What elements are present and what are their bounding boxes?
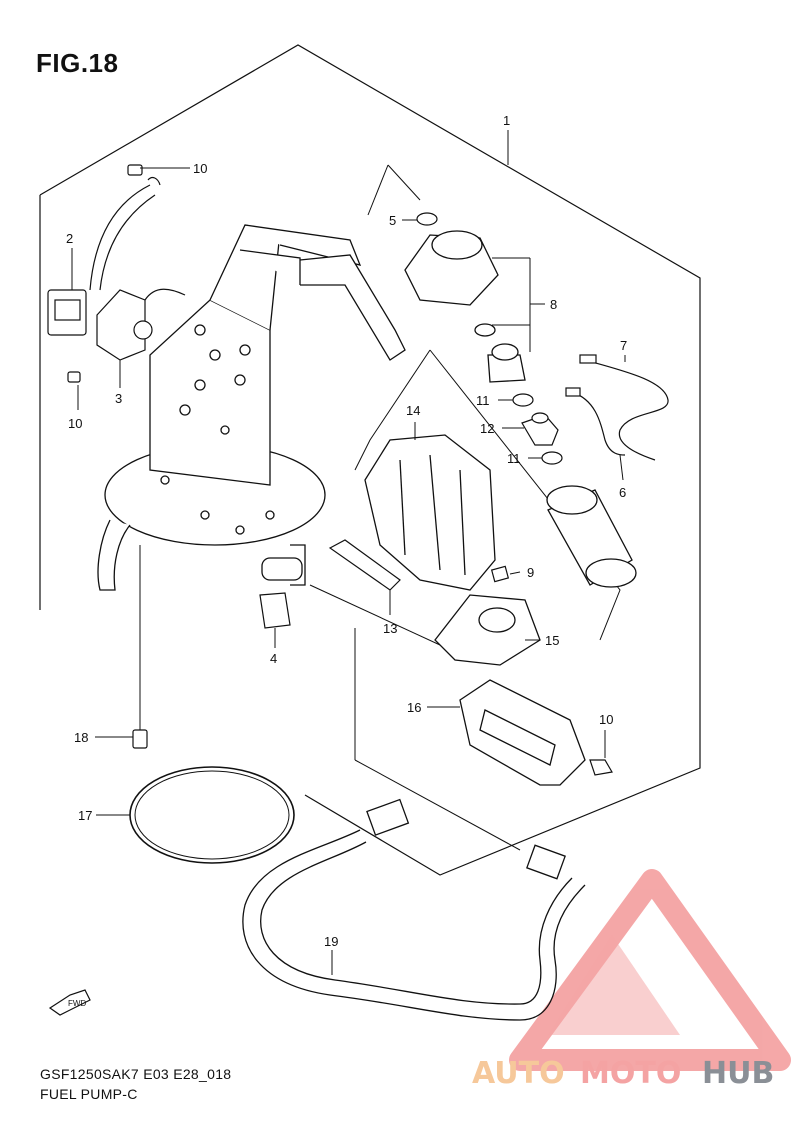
- diagram-name: FUEL PUMP-C: [40, 1086, 138, 1102]
- part-7-wire-lead: [579, 354, 669, 461]
- part-11-o-ring-lower: [541, 451, 563, 465]
- part-9-plate: [490, 565, 510, 583]
- callout-17: 17: [78, 808, 92, 823]
- callout-12: 12: [480, 421, 494, 436]
- lower-subassembly-boundary-2: [429, 349, 621, 641]
- callout-10-left: 10: [68, 416, 82, 431]
- figure-title: FIG.18: [36, 48, 119, 78]
- part-15-cap: [434, 594, 541, 666]
- callout-11-lower: 11: [507, 451, 521, 466]
- part-10-screw-top: [127, 164, 161, 186]
- part-19-fuel-hose: [242, 798, 586, 1021]
- part-4-cover: [259, 592, 291, 629]
- callout-16: 16: [407, 700, 421, 715]
- callout-13: 13: [383, 621, 397, 636]
- part-10-bolt-right: [589, 759, 613, 776]
- part-11-o-ring-upper: [512, 393, 534, 407]
- callout-18: 18: [74, 730, 88, 745]
- diagram-code: GSF1250SAK7 E03 E28_018: [40, 1066, 232, 1082]
- diagonal-leader-line: [309, 584, 441, 646]
- pump-bracket-frame: [97, 224, 406, 591]
- watermark-logo: [509, 869, 791, 1071]
- callout-labels: 1 2 3 4 5 6 7 8 9 10 10 10 11 11 12 13 1…: [66, 113, 627, 949]
- watermark-text: AUTO MOTO HUB: [472, 1056, 774, 1091]
- lower-subassembly-boundary: [354, 349, 431, 471]
- fwd-label: FWD: [68, 999, 86, 1008]
- callout-3: 3: [115, 391, 122, 406]
- callout-10-top: 10: [193, 161, 207, 176]
- part-6-wire-lead: [565, 387, 626, 456]
- watermark-triangle-inner: [548, 935, 680, 1035]
- diagonal-leader-line-3: [354, 759, 521, 851]
- callout-10-right: 10: [599, 712, 613, 727]
- watermark-text-moto: MOTO: [580, 1056, 681, 1091]
- watermark-text-hub: HUB: [702, 1056, 774, 1091]
- part-14-filter-housing: [364, 434, 496, 591]
- callout-9: 9: [527, 565, 534, 580]
- part-8-regulator: [404, 230, 526, 383]
- part-3-sensor: [96, 288, 186, 361]
- callout-11-upper: 11: [476, 393, 490, 408]
- callout-19: 19: [324, 934, 338, 949]
- callout-4: 4: [270, 651, 277, 666]
- callout-leader-lines: [71, 130, 626, 975]
- callout-15: 15: [545, 633, 559, 648]
- callout-5: 5: [389, 213, 396, 228]
- pump-subassembly-boundary: [367, 164, 389, 216]
- part-2-harness-connector: [47, 184, 156, 336]
- assembly-boundary-line: [39, 44, 701, 876]
- callout-7: 7: [620, 338, 627, 353]
- part-18-bolt: [132, 729, 148, 749]
- fwd-arrow-icon: FWD: [48, 989, 91, 1016]
- watermark-triangle: [509, 869, 791, 1071]
- pump-subassembly-boundary-2: [387, 164, 421, 201]
- callout-6: 6: [619, 485, 626, 500]
- callout-1: 1: [503, 113, 510, 128]
- watermark-text-auto: AUTO: [472, 1056, 565, 1091]
- callout-14: 14: [406, 403, 420, 418]
- part-13-clip: [328, 539, 401, 591]
- callout-2: 2: [66, 231, 73, 246]
- part-5-o-ring: [416, 212, 438, 226]
- part-17-gasket: [129, 766, 295, 864]
- part-12-joint: [521, 412, 559, 446]
- part-17-gasket-inner: [134, 770, 290, 860]
- part-16-bracket: [459, 679, 586, 786]
- fuel-pump-body: [546, 485, 637, 588]
- part-10-screw-left: [67, 371, 81, 383]
- callout-8: 8: [550, 297, 557, 312]
